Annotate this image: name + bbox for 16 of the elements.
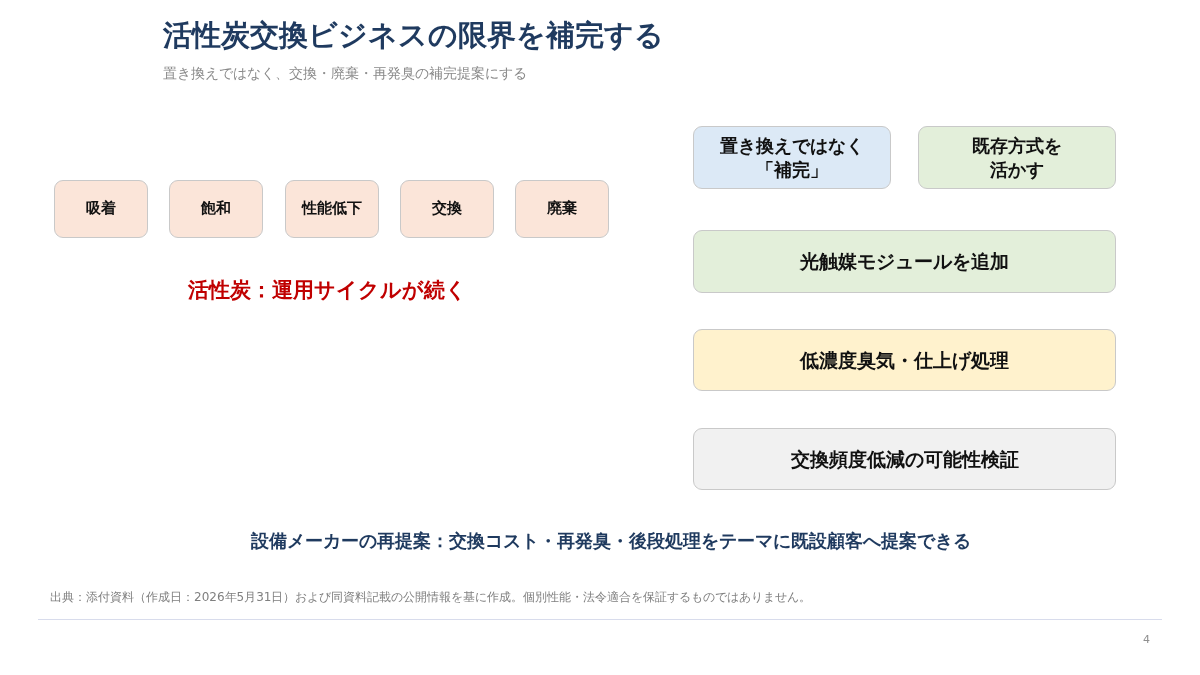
step-box: 交換 — [400, 180, 494, 238]
subtitle: 置き換えではなく、交換・廃棄・再発臭の補完提案にする — [163, 64, 527, 83]
feature-box: 低濃度臭気・仕上げ処理 — [693, 329, 1116, 391]
feature-box: 既存方式を活かす — [918, 126, 1116, 189]
highlight-text: 活性炭：運用サイクルが続く — [187, 277, 467, 304]
feature-box: 交換頻度低減の可能性検証 — [693, 428, 1116, 490]
source-note: 出典：添付資料（作成日：2026年5月31日）および同資料記載の公開情報を基に作成。個別性能・法令適合を保証するものではありません。 — [50, 590, 812, 606]
feature-box: 光触媒モジュールを追加 — [693, 230, 1116, 293]
feature-box: 置き換えではなく「補完」 — [693, 126, 891, 189]
step-box: 吸着 — [54, 180, 148, 238]
page-number: 4 — [1143, 633, 1150, 648]
step-box: 性能低下 — [285, 180, 379, 238]
step-box: 廃棄 — [515, 180, 609, 238]
title: 活性炭交換ビジネスの限界を補完する — [163, 17, 664, 54]
step-box: 飽和 — [169, 180, 263, 238]
summary-text: 設備メーカーの再提案：交換コスト・再発臭・後段処理をテーマに既設顧客へ提案できる — [251, 529, 971, 553]
